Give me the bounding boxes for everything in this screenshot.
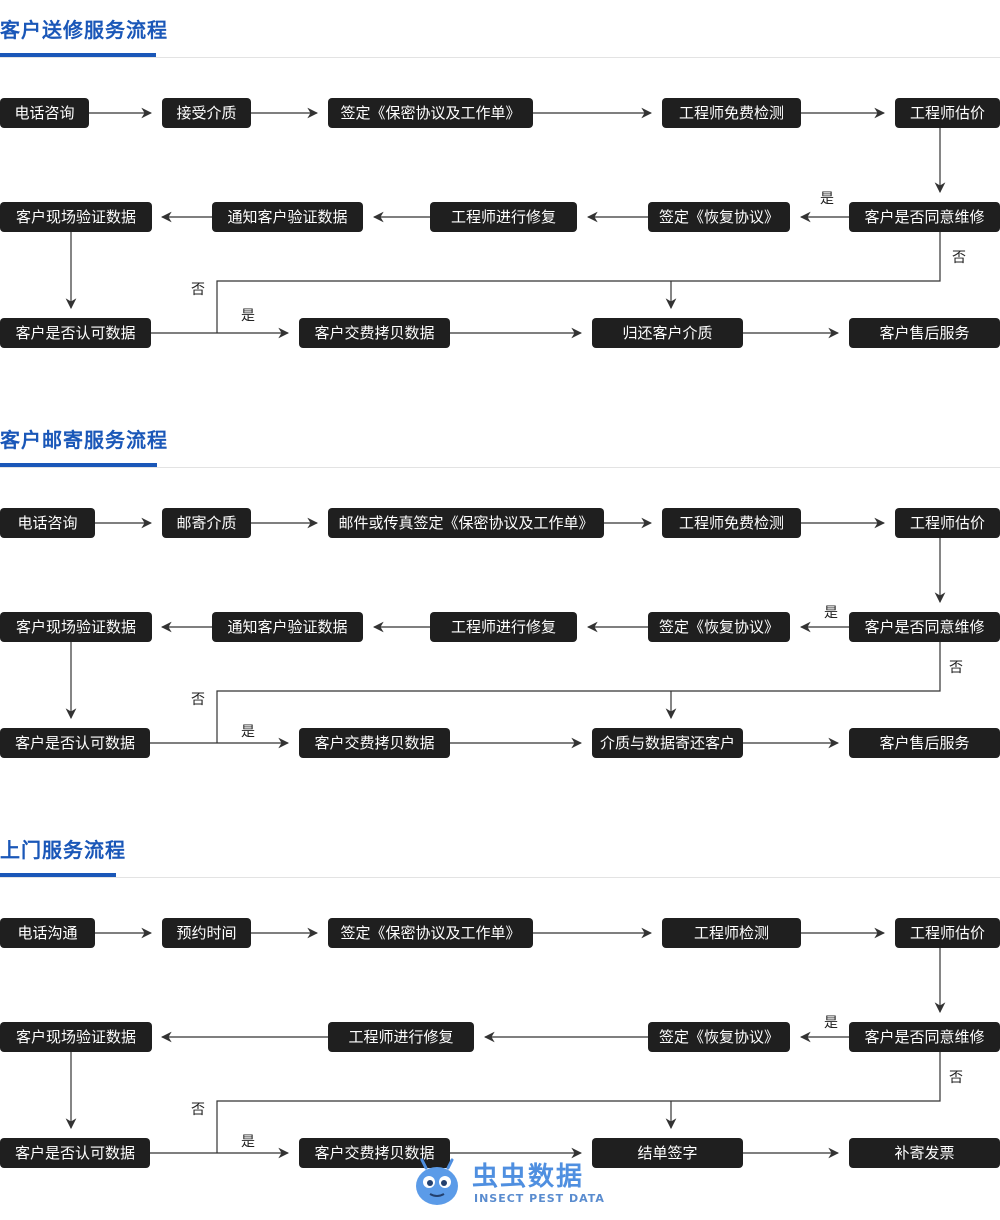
step-quote: 工程师估价 — [895, 98, 1000, 128]
flow-connectors — [65, 927, 946, 1159]
step-sign-off: 结单签字 — [592, 1138, 743, 1168]
step-after-sales: 客户售后服务 — [849, 318, 1000, 348]
step-sign-recovery: 签定《恢复协议》 — [648, 1022, 790, 1052]
step-notify-verify: 通知客户验证数据 — [212, 612, 363, 642]
step-phone-contact: 电话沟通 — [0, 918, 95, 948]
step-pay-copy: 客户交费拷贝数据 — [299, 318, 450, 348]
divider — [0, 467, 1000, 468]
step-verify-onsite: 客户现场验证数据 — [0, 202, 152, 232]
flow-connectors — [65, 517, 946, 749]
label-yes: 是 — [824, 605, 838, 621]
step-quote: 工程师估价 — [895, 508, 1000, 538]
step-accept-data: 客户是否认可数据 — [0, 728, 150, 758]
section-title-underline — [0, 873, 116, 877]
step-return-media: 归还客户介质 — [592, 318, 743, 348]
reject-path — [216, 642, 941, 743]
step-sign-recovery: 签定《恢复协议》 — [648, 202, 790, 232]
label-yes: 是 — [820, 191, 834, 207]
section-title: 上门服务流程 — [0, 838, 126, 862]
step-receive-media: 接受介质 — [162, 98, 251, 128]
divider — [0, 57, 1000, 58]
flow-connectors — [65, 107, 946, 339]
step-verify-onsite: 客户现场验证数据 — [0, 1022, 152, 1052]
step-return-media: 介质与数据寄还客户 — [592, 728, 743, 758]
watermark-subtext: INSECT PEST DATA — [474, 1192, 605, 1205]
step-phone-consult: 电话咨询 — [0, 508, 95, 538]
watermark-text: 虫虫数据 — [472, 1162, 585, 1192]
label-no: 否 — [949, 660, 963, 676]
label-yes: 是 — [241, 308, 255, 324]
step-agree-repair: 客户是否同意维修 — [849, 612, 1000, 642]
step-engineer-repair: 工程师进行修复 — [430, 202, 577, 232]
step-send-invoice: 补寄发票 — [849, 1138, 1000, 1168]
step-notify-verify: 通知客户验证数据 — [212, 202, 363, 232]
section-title: 客户邮寄服务流程 — [0, 428, 168, 452]
step-sign-confidentiality: 签定《保密协议及工作单》 — [328, 918, 533, 948]
step-pay-copy: 客户交费拷贝数据 — [299, 728, 450, 758]
label-no: 否 — [191, 692, 205, 708]
reject-path — [216, 1052, 941, 1153]
section-title-underline — [0, 53, 156, 57]
step-agree-repair: 客户是否同意维修 — [849, 1022, 1000, 1052]
bug-mascot-icon — [416, 1158, 458, 1205]
watermark-logo: 虫虫数据 INSECT PEST DATA — [414, 1156, 604, 1208]
step-inspection: 工程师检测 — [662, 918, 801, 948]
label-no: 否 — [191, 282, 205, 298]
label-yes: 是 — [824, 1015, 838, 1031]
divider — [0, 877, 1000, 878]
step-sign-confidentiality: 邮件或传真签定《保密协议及工作单》 — [328, 508, 604, 538]
step-sign-confidentiality: 签定《保密协议及工作单》 — [328, 98, 533, 128]
step-engineer-repair: 工程师进行修复 — [430, 612, 577, 642]
step-sign-recovery: 签定《恢复协议》 — [648, 612, 790, 642]
section-title: 客户送修服务流程 — [0, 18, 168, 42]
step-verify-onsite: 客户现场验证数据 — [0, 612, 152, 642]
label-yes: 是 — [241, 1134, 255, 1150]
step-appointment: 预约时间 — [162, 918, 251, 948]
section-title-underline — [0, 463, 157, 467]
section-onsite-flow: 上门服务流程 电话沟通 预约时间 签定《保密协议及工作单》 工程师检 — [0, 820, 1000, 1220]
step-phone-consult: 电话咨询 — [0, 98, 89, 128]
section-mail-flow: 客户邮寄服务流程 电话咨询 邮寄介质 邮件或传真签定《保密 — [0, 410, 1000, 810]
step-free-inspection: 工程师免费检测 — [662, 98, 801, 128]
step-agree-repair: 客户是否同意维修 — [849, 202, 1000, 232]
step-accept-data: 客户是否认可数据 — [0, 318, 151, 348]
step-quote: 工程师估价 — [895, 918, 1000, 948]
step-after-sales: 客户售后服务 — [849, 728, 1000, 758]
step-free-inspection: 工程师免费检测 — [662, 508, 801, 538]
label-no: 否 — [952, 250, 966, 266]
reject-path — [216, 232, 941, 333]
label-yes: 是 — [241, 724, 255, 740]
label-no: 否 — [949, 1070, 963, 1086]
step-mail-media: 邮寄介质 — [162, 508, 251, 538]
step-engineer-repair: 工程师进行修复 — [328, 1022, 474, 1052]
section-repair-flow: 客户送修服务流程 电话咨询 接受介质 签定《保密协议及工作 — [0, 0, 1000, 400]
label-no: 否 — [191, 1102, 205, 1118]
step-accept-data: 客户是否认可数据 — [0, 1138, 150, 1168]
